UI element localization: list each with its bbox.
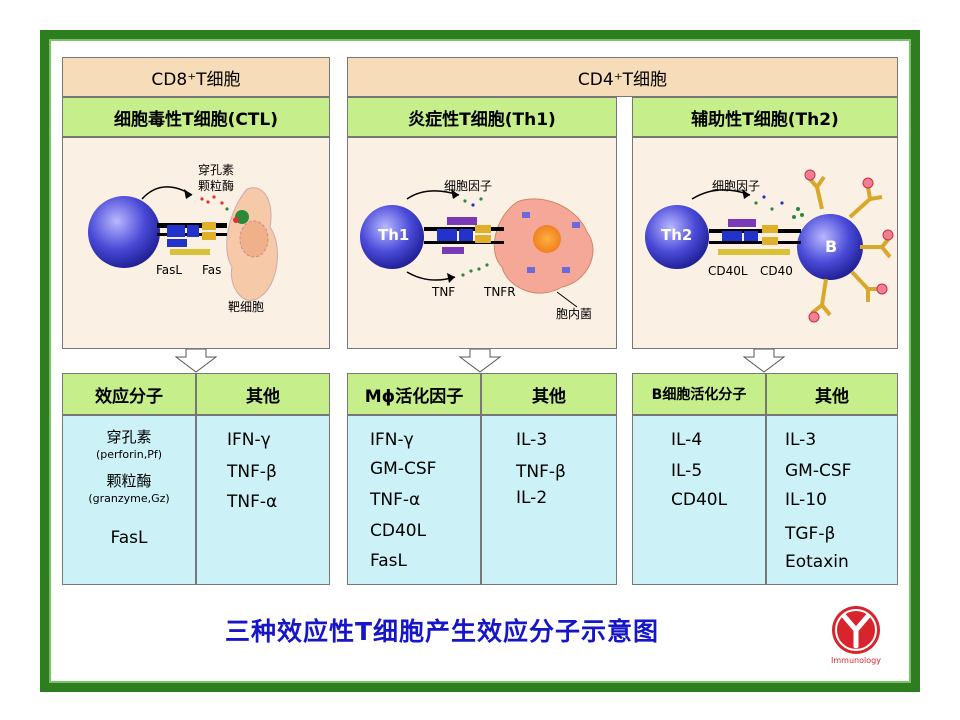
ctl-cell <box>88 196 160 268</box>
ctl-fasl: FasL <box>110 528 148 548</box>
antibodies <box>806 175 892 317</box>
th2-b-item: IL-5 <box>671 461 703 481</box>
header-cd4: CD4⁺T细胞 <box>347 57 898 97</box>
ctl-label-target: 靶细胞 <box>228 300 265 314</box>
th2-col2-body: IL-3 GM-CSF IL-10 TGF-β Eotaxin <box>766 415 898 585</box>
ctl-label-granzyme: 颗粒酶 <box>198 179 235 193</box>
ctl-perforin: 穿孔素 <box>106 428 152 446</box>
th1-col1-body: IFN-γ GM-CSF TNF-α CD40L FasL <box>347 415 481 585</box>
header-cd8-label: CD8⁺T细胞 <box>151 69 241 90</box>
th1-other-item: IL-3 <box>516 430 548 450</box>
th2-other-item: IL-3 <box>785 430 817 450</box>
subheader-th2: 辅助性T细胞(Th2) <box>632 97 898 137</box>
th2-label-cd40l: CD40L <box>708 264 748 278</box>
th1-cell <box>360 205 424 269</box>
th2-col1-header: B细胞活化分子 <box>632 373 766 415</box>
ctl-perforin-abbr: (perforin,Pf) <box>95 448 162 461</box>
ctl-granzyme-abbr: (granzyme,Gz) <box>88 492 170 505</box>
th2-b-item: IL-4 <box>671 430 703 450</box>
ctl-col1-header: 效应分子 <box>62 373 196 415</box>
header-cd4-label: CD4⁺T细胞 <box>577 69 668 90</box>
arrow-down-th1 <box>458 349 502 373</box>
th1-mphi-item: CD40L <box>370 521 427 541</box>
th2-label-cd40: CD40 <box>760 264 793 278</box>
ctl-col2-header: 其他 <box>196 373 330 415</box>
th1-other-item: TNF-β <box>516 462 566 482</box>
th2-other-item: IL-10 <box>785 490 827 510</box>
th2-other-item: TGF-β <box>785 524 836 544</box>
ctl-granzyme: 颗粒酶 <box>106 472 152 490</box>
immunology-logo <box>832 606 880 654</box>
ctl-label-fas: Fas <box>202 263 222 277</box>
macrophage-nucleus <box>533 225 561 253</box>
th1-mphi-item: IFN-γ <box>370 430 414 450</box>
ctl-col1-body: 穿孔素 (perforin,Pf) 颗粒酶 (granzyme,Gz) FasL <box>62 415 196 585</box>
ctl-other-item: IFN-γ <box>227 430 271 450</box>
th1-col2-header-label: 其他 <box>532 386 566 407</box>
th2-col2-header-label: 其他 <box>815 386 849 407</box>
th2-other-item: GM-CSF <box>785 461 852 481</box>
th1-mphi-item: FasL <box>370 551 407 571</box>
ctl-col2-header-label: 其他 <box>246 386 280 407</box>
th1-mphi-item: GM-CSF <box>370 459 437 479</box>
th1-col2-body: IL-3 TNF-β IL-2 <box>481 415 617 585</box>
th2-illustration <box>645 169 894 323</box>
th2-label-cytokine: 细胞因子 <box>712 179 761 193</box>
ctl-col2-body: IFN-γ TNF-β TNF-α <box>196 415 330 585</box>
ctl-label-fasl: FasL <box>156 263 183 277</box>
arrow-down-ctl <box>174 349 218 373</box>
figure-title: 三种效应性T细胞产生效应分子示意图 <box>225 617 660 646</box>
th1-col1-header: Mϕ活化因子 <box>347 373 481 415</box>
th1-other-item: IL-2 <box>516 488 548 508</box>
header-cd8: CD8⁺T细胞 <box>62 57 330 97</box>
th1-label-tnf: TNF <box>432 285 456 299</box>
th2-col1-header-label: B细胞活化分子 <box>651 387 747 403</box>
th2-b-item: CD40L <box>671 490 728 510</box>
th1-mphi-item: TNF-α <box>370 490 421 510</box>
b-cell <box>797 214 863 280</box>
arrow-down-th2 <box>742 349 786 373</box>
ctl-col1-header-label: 效应分子 <box>95 386 163 407</box>
th1-col2-header: 其他 <box>481 373 617 415</box>
th1-illustration <box>360 189 594 308</box>
subheader-ctl-label: 细胞毒性T细胞(CTL) <box>113 109 279 130</box>
target-nucleus <box>239 220 269 258</box>
ctl-illustration <box>88 186 278 301</box>
th2-col2-header: 其他 <box>766 373 898 415</box>
subheader-th1-label: 炎症性T细胞(Th1) <box>408 109 556 130</box>
th2-col1-body: IL-4 IL-5 CD40L <box>632 415 766 585</box>
th1-col1-header-label: Mϕ活化因子 <box>364 386 464 407</box>
th1-label-tnfr: TNFR <box>484 285 516 299</box>
logo-text: Immunology <box>831 656 881 665</box>
th2-cell-label: Th2 <box>661 226 693 244</box>
th2-cell <box>645 205 709 269</box>
th1-label-cytokine: 细胞因子 <box>444 179 493 193</box>
th1-label-bacteria: 胞内菌 <box>556 307 593 321</box>
subheader-ctl: 细胞毒性T细胞(CTL) <box>62 97 330 137</box>
subheader-th2-label: 辅助性T细胞(Th2) <box>691 109 839 130</box>
ctl-label-perforin: 穿孔素 <box>198 163 235 177</box>
b-cell-label: B <box>825 237 838 256</box>
th1-cell-label: Th1 <box>378 226 410 244</box>
subheader-th1: 炎症性T细胞(Th1) <box>347 97 617 137</box>
ctl-other-item: TNF-α <box>227 492 278 512</box>
ctl-other-item: TNF-β <box>227 462 277 482</box>
th2-other-item: Eotaxin <box>785 552 849 572</box>
